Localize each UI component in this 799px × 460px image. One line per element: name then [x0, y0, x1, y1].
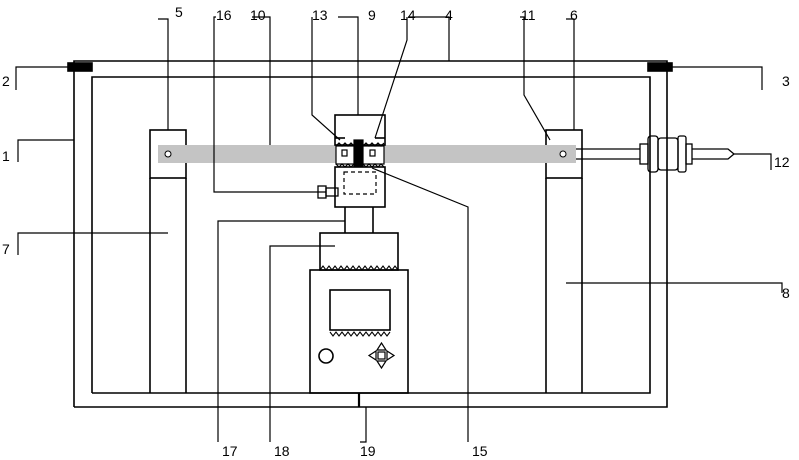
label-12: 12	[774, 154, 790, 170]
label-6: 6	[570, 7, 578, 23]
pull-shaft	[576, 149, 640, 159]
label-9: 9	[368, 7, 376, 23]
label-4: 4	[445, 7, 453, 23]
lower-holder	[335, 167, 385, 207]
label-18: 18	[274, 443, 290, 459]
right-support	[546, 130, 582, 393]
label-17: 17	[222, 443, 238, 459]
controller-box	[310, 270, 408, 407]
label-8: 8	[782, 285, 790, 301]
label-10: 10	[250, 7, 266, 23]
label-16: 16	[216, 7, 232, 23]
label-7: 7	[2, 241, 10, 257]
label-3: 3	[782, 73, 790, 89]
label-14: 14	[400, 7, 416, 23]
display-screen	[330, 290, 390, 330]
label-15: 15	[472, 443, 488, 459]
rod-end-hole-right	[560, 151, 566, 157]
label-5: 5	[175, 4, 183, 20]
arrow-keypad	[369, 343, 394, 368]
left-support	[150, 130, 186, 393]
label-2: 2	[2, 73, 10, 89]
label-11: 11	[521, 7, 536, 23]
label-1: 1	[2, 148, 10, 164]
label-13: 13	[312, 7, 328, 23]
power-button	[319, 349, 333, 363]
stem	[345, 207, 373, 233]
rod-end-hole-left	[165, 151, 171, 157]
upper-housing	[320, 233, 398, 270]
load-sensor	[640, 136, 734, 172]
left-clamp	[68, 63, 92, 71]
label-19: 19	[360, 443, 376, 459]
right-clamp	[648, 63, 672, 71]
